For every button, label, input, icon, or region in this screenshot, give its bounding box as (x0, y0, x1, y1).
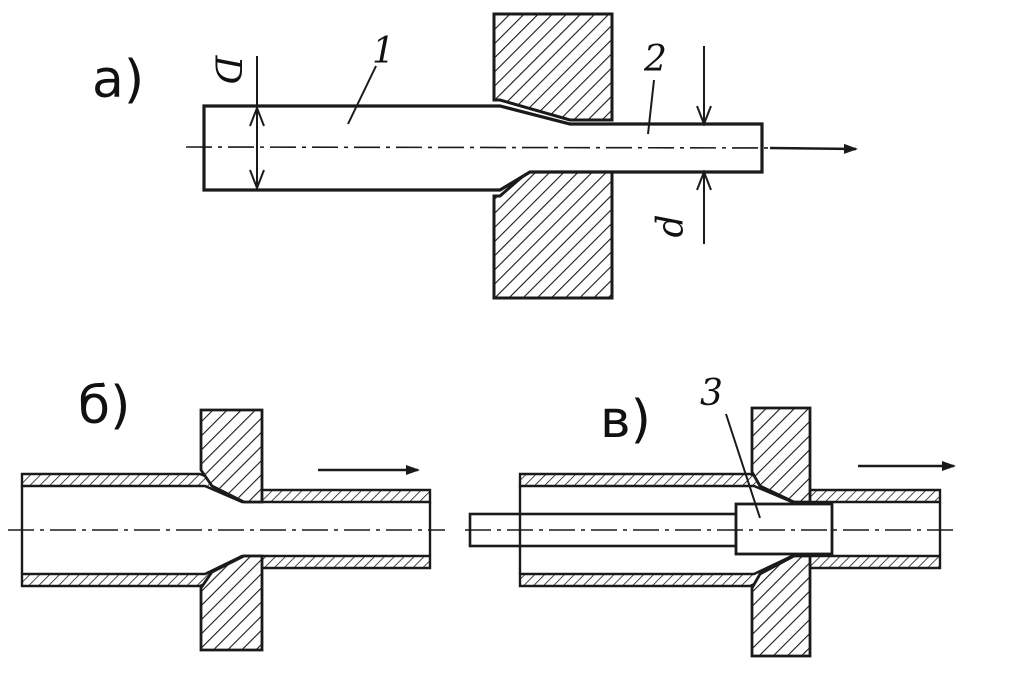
panel-b-label: б) (78, 376, 131, 436)
dimension-D-label: D (206, 55, 248, 85)
panel-a-drawing (185, 12, 858, 300)
panel-b-drawing (8, 408, 445, 652)
panel-a-centerline (185, 146, 801, 149)
panel-b-die-bottom (199, 554, 264, 652)
panel-v-die-bottom (750, 554, 812, 658)
panel-b-die-top (199, 408, 264, 504)
panel-v-mandrel-head (734, 502, 834, 556)
panel-v-label: в) (600, 390, 651, 450)
callout-3: 3 (700, 373, 723, 414)
dimension-d-label: d (650, 214, 692, 238)
panel-v-die-top (750, 406, 812, 504)
callout-2: 2 (644, 39, 667, 80)
panel-v-drawing (465, 406, 958, 658)
panel-a-die-bottom (492, 168, 614, 300)
panel-a-direction-arrow (769, 143, 858, 154)
panel-a-die-top (492, 12, 614, 122)
panel-v-tube-wall-top (518, 472, 942, 504)
panel-a-leader-1 (347, 65, 377, 125)
panel-a-leader-2 (647, 79, 655, 135)
panel-v-tube-wall-bottom (518, 554, 942, 588)
panel-a-label: а) (92, 50, 145, 110)
callout-1: 1 (372, 31, 395, 72)
panel-v-leader-3 (725, 413, 761, 519)
